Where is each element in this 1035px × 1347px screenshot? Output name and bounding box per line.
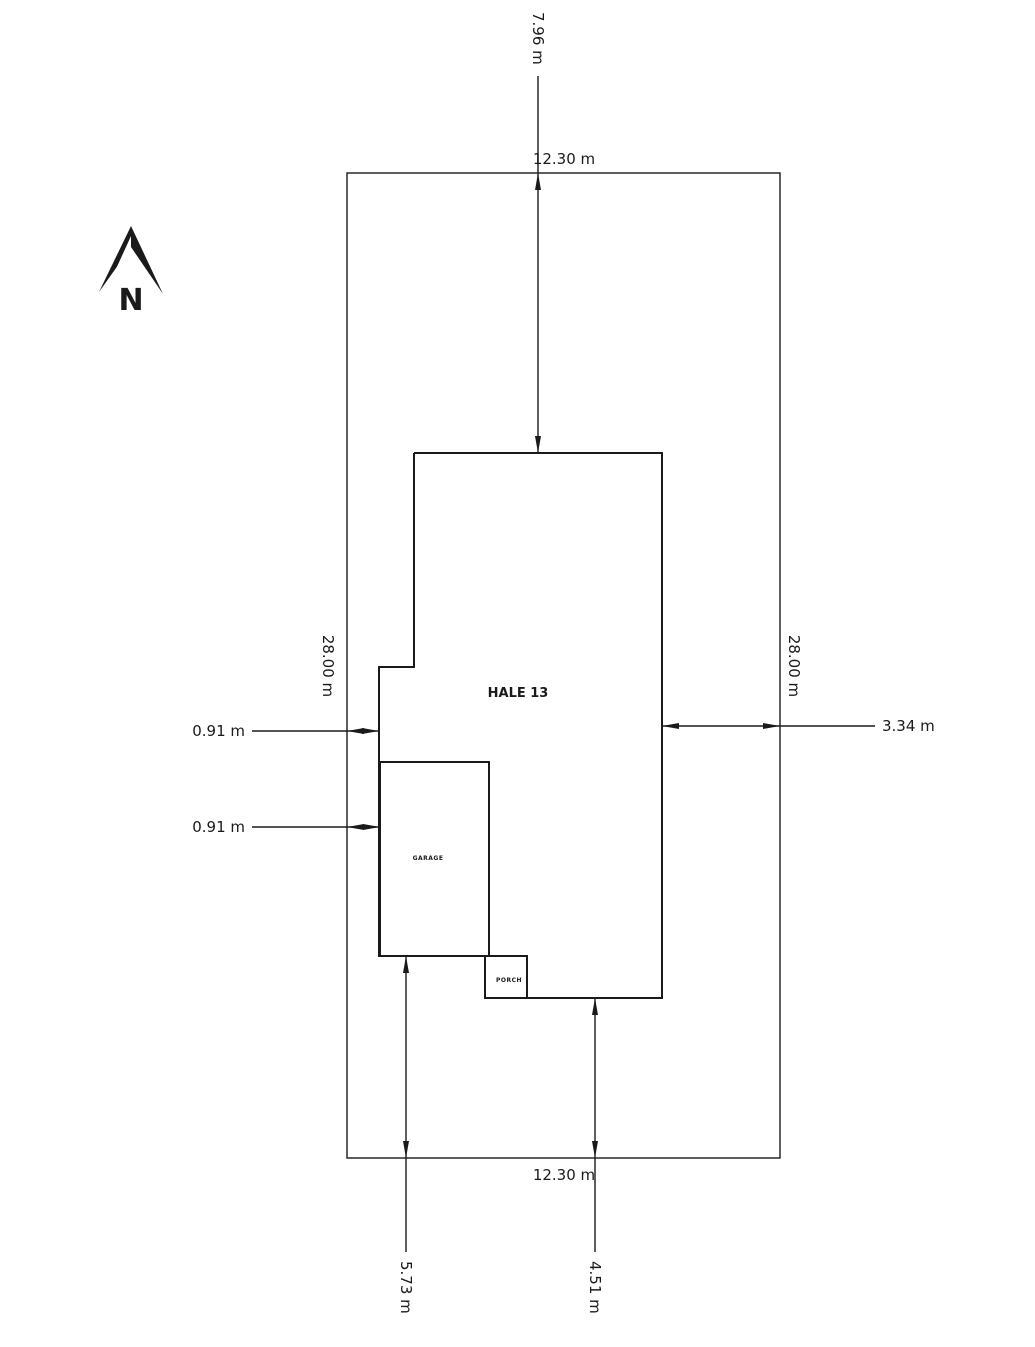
room-label-main: HALE 13	[488, 686, 549, 701]
lot-right-depth: 28.00 m	[785, 635, 803, 697]
dimension-left-upper: 0.91 m	[192, 722, 379, 740]
lot-top-width: 12.30 m	[533, 150, 595, 168]
room-label-porch: PORCH	[496, 977, 522, 984]
north-letter: N	[118, 283, 143, 318]
room-label-garage: GARAGE	[413, 855, 444, 862]
dimension-rear-right: 4.51 m	[586, 998, 604, 1314]
setback-right: 3.34 m	[882, 717, 935, 735]
setback-rear-right: 4.51 m	[586, 1261, 604, 1314]
dimension-front: 7.96 m	[529, 12, 547, 453]
lot-boundary	[346, 172, 781, 1159]
dimension-right: 3.34 m	[662, 717, 935, 735]
setback-rear-left: 5.73 m	[397, 1261, 415, 1314]
north-arrow-icon: N	[99, 226, 163, 318]
setback-left-upper: 0.91 m	[192, 722, 245, 740]
dimension-rear-left: 5.73 m	[397, 956, 415, 1314]
setback-front: 7.96 m	[529, 12, 547, 65]
house-outline	[378, 452, 663, 999]
dimension-left-lower: 0.91 m	[192, 818, 380, 836]
lot-bottom-width: 12.30 m	[533, 1166, 595, 1184]
porch-outline	[484, 955, 528, 999]
lot-left-depth: 28.00 m	[319, 635, 337, 697]
garage-outline	[379, 761, 490, 957]
setback-left-lower: 0.91 m	[192, 818, 245, 836]
